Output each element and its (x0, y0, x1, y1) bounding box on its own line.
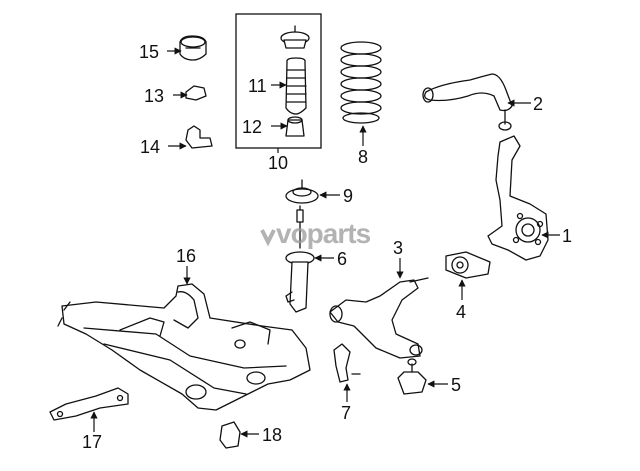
callout-8: 8 (358, 147, 368, 167)
watermark-text: voparts (276, 218, 371, 249)
part-12-bumper-drawing (285, 116, 305, 137)
callout-10: 10 (268, 153, 288, 173)
callout-4: 4 (456, 302, 466, 322)
leader-lines (90, 47, 560, 438)
part-5-ball-joint-drawing (397, 358, 427, 395)
part-2-upper-control-arm-drawing (422, 73, 513, 131)
callout-11: 11 (248, 76, 267, 96)
callout-18: 18 (262, 425, 282, 445)
part-8-coil-spring-drawing (340, 41, 382, 124)
callout-13: 13 (144, 86, 164, 106)
callout-15: 15 (139, 42, 159, 62)
callout-16: 16 (176, 246, 196, 266)
part-3-lower-control-arm-drawing (329, 277, 429, 359)
part-17-lower-plate-drawing (49, 387, 129, 421)
callout-17: 17 (82, 432, 102, 452)
callout-12: 12 (242, 117, 262, 137)
callout-2: 2 (533, 94, 543, 114)
callout-7: 7 (341, 403, 351, 423)
part-14-bracket-drawing (185, 125, 213, 149)
part-11-dust-boot-drawing (280, 25, 310, 115)
part-13-clip-drawing (185, 85, 207, 101)
part-16-crossmember-drawing (57, 283, 311, 411)
callout-labels: 1 2 3 4 5 6 7 8 9 10 11 12 13 14 15 16 1… (82, 42, 572, 452)
part-15-cap-drawing (179, 35, 207, 61)
callout-3: 3 (393, 238, 403, 258)
watermark-logo: voparts (260, 218, 372, 249)
callout-14: 14 (140, 137, 160, 157)
part-1-steering-knuckle-drawing (487, 135, 549, 261)
part-18-stopper-drawing (219, 421, 241, 449)
part-6-shock-absorber-drawing (285, 205, 315, 313)
callout-1: 1 (562, 226, 572, 246)
part-9-strut-mount-drawing (285, 179, 319, 204)
part-7-stabilizer-link-drawing (333, 343, 361, 383)
callout-9: 9 (343, 186, 353, 206)
part-4-bushing-drawing (445, 251, 491, 279)
callout-6: 6 (337, 249, 347, 269)
callout-5: 5 (451, 375, 461, 395)
